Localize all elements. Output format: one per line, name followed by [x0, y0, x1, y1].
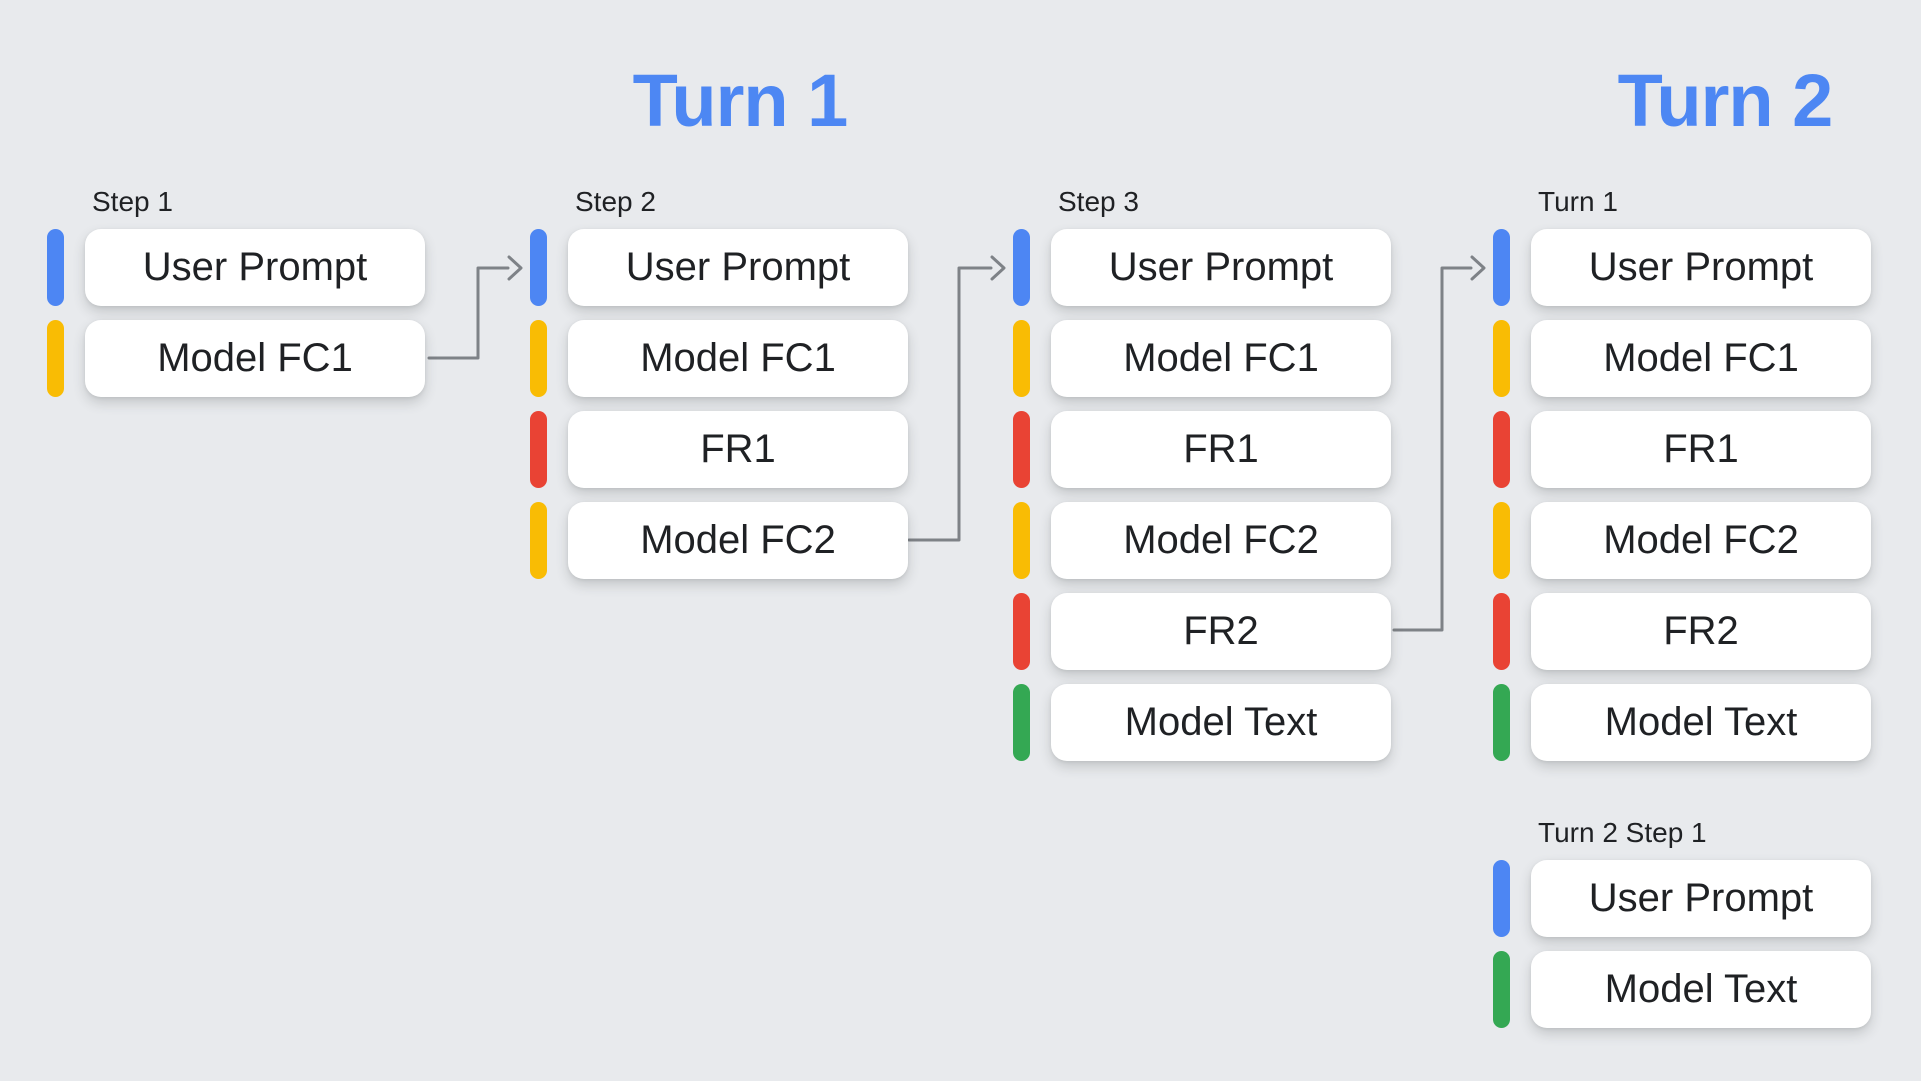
diagram-node-row: FR1	[530, 411, 908, 488]
column-step-3: Step 3 User Prompt Model FC1 FR1 Model F…	[1013, 186, 1391, 761]
model-text-color-bar	[1493, 951, 1510, 1028]
function-response-color-bar	[1013, 593, 1030, 670]
column-step-1: Step 1 User Prompt Model FC1	[47, 186, 425, 397]
diagram-node-row: FR1	[1493, 411, 1871, 488]
function-response-color-bar	[530, 411, 547, 488]
diagram-node-row: Model FC1	[1013, 320, 1391, 397]
user-prompt-color-bar	[530, 229, 547, 306]
model-fc-color-bar	[47, 320, 64, 397]
column-step-2: Step 2 User Prompt Model FC1 FR1 Model F…	[530, 186, 908, 579]
diagram-node-row: Model FC2	[1493, 502, 1871, 579]
column-label-turn-2-step-1: Turn 2 Step 1	[1538, 817, 1707, 848]
node-box-fr2: FR2	[1531, 593, 1871, 670]
diagram-node-row: FR2	[1493, 593, 1871, 670]
node-box-model-fc1: Model FC1	[85, 320, 425, 397]
model-text-color-bar	[1493, 684, 1510, 761]
node-box-user-prompt: User Prompt	[1531, 860, 1871, 937]
diagram-node-row: Model FC1	[47, 320, 425, 397]
model-fc-color-bar	[1493, 502, 1510, 579]
node-box-model-fc2: Model FC2	[1531, 502, 1871, 579]
node-box-user-prompt: User Prompt	[1531, 229, 1871, 306]
column-turn-2-step-1: Turn 2 Step 1 User Prompt Model Text	[1493, 817, 1871, 1028]
column-turn-1: Turn 1 User Prompt Model FC1 FR1 Model F…	[1493, 186, 1871, 761]
connector-arrow-step1-to-step2	[427, 266, 510, 360]
model-fc-color-bar	[530, 320, 547, 397]
node-box-user-prompt: User Prompt	[1051, 229, 1391, 306]
model-fc-color-bar	[1493, 320, 1510, 397]
diagram-node-row: Model Text	[1493, 684, 1871, 761]
turn-1-section-title: Turn 1	[632, 59, 849, 142]
node-box-model-fc2: Model FC2	[568, 502, 908, 579]
model-fc-color-bar	[1013, 502, 1030, 579]
column-label-step-3: Step 3	[1058, 186, 1139, 217]
diagram-node-row: Model FC1	[1493, 320, 1871, 397]
node-box-model-fc1: Model FC1	[1051, 320, 1391, 397]
column-label-step-2: Step 2	[575, 186, 656, 217]
node-box-fr2: FR2	[1051, 593, 1391, 670]
user-prompt-color-bar	[1013, 229, 1030, 306]
connector-arrowhead-step1-to-step2	[507, 255, 523, 281]
node-box-fr1: FR1	[568, 411, 908, 488]
node-box-fr1: FR1	[1531, 411, 1871, 488]
column-label-turn-1: Turn 1	[1538, 186, 1618, 217]
diagram-node-row: User Prompt	[47, 229, 425, 306]
node-box-model-text: Model Text	[1531, 684, 1871, 761]
column-label-step-1: Step 1	[92, 186, 173, 217]
diagram-node-row: Model FC1	[530, 320, 908, 397]
connector-arrow-step2-to-step3	[907, 266, 993, 542]
function-response-color-bar	[1493, 593, 1510, 670]
user-prompt-color-bar	[47, 229, 64, 306]
function-response-color-bar	[1493, 411, 1510, 488]
node-box-model-text: Model Text	[1531, 951, 1871, 1028]
node-box-user-prompt: User Prompt	[568, 229, 908, 306]
node-box-model-text: Model Text	[1051, 684, 1391, 761]
connector-arrowhead-step3-to-turn1	[1470, 255, 1486, 281]
diagram-node-row: Model FC2	[530, 502, 908, 579]
node-box-fr1: FR1	[1051, 411, 1391, 488]
diagram-node-row: Model Text	[1013, 684, 1391, 761]
user-prompt-color-bar	[1493, 860, 1510, 937]
diagram-node-row: FR2	[1013, 593, 1391, 670]
node-box-model-fc2: Model FC2	[1051, 502, 1391, 579]
turn-2-section-title: Turn 2	[1617, 59, 1834, 142]
diagram-node-row: User Prompt	[530, 229, 908, 306]
node-box-model-fc1: Model FC1	[568, 320, 908, 397]
function-response-color-bar	[1013, 411, 1030, 488]
diagram-node-row: User Prompt	[1493, 860, 1871, 937]
diagram-node-row: Model FC2	[1013, 502, 1391, 579]
diagram-node-row: Model Text	[1493, 951, 1871, 1028]
user-prompt-color-bar	[1493, 229, 1510, 306]
node-box-user-prompt: User Prompt	[85, 229, 425, 306]
connector-arrow-step3-to-turn1	[1392, 266, 1473, 632]
diagram-node-row: User Prompt	[1013, 229, 1391, 306]
model-text-color-bar	[1013, 684, 1030, 761]
connector-arrowhead-step2-to-step3	[990, 255, 1006, 281]
diagram-node-row: FR1	[1013, 411, 1391, 488]
node-box-model-fc1: Model FC1	[1531, 320, 1871, 397]
model-fc-color-bar	[1013, 320, 1030, 397]
model-fc-color-bar	[530, 502, 547, 579]
diagram-node-row: User Prompt	[1493, 229, 1871, 306]
